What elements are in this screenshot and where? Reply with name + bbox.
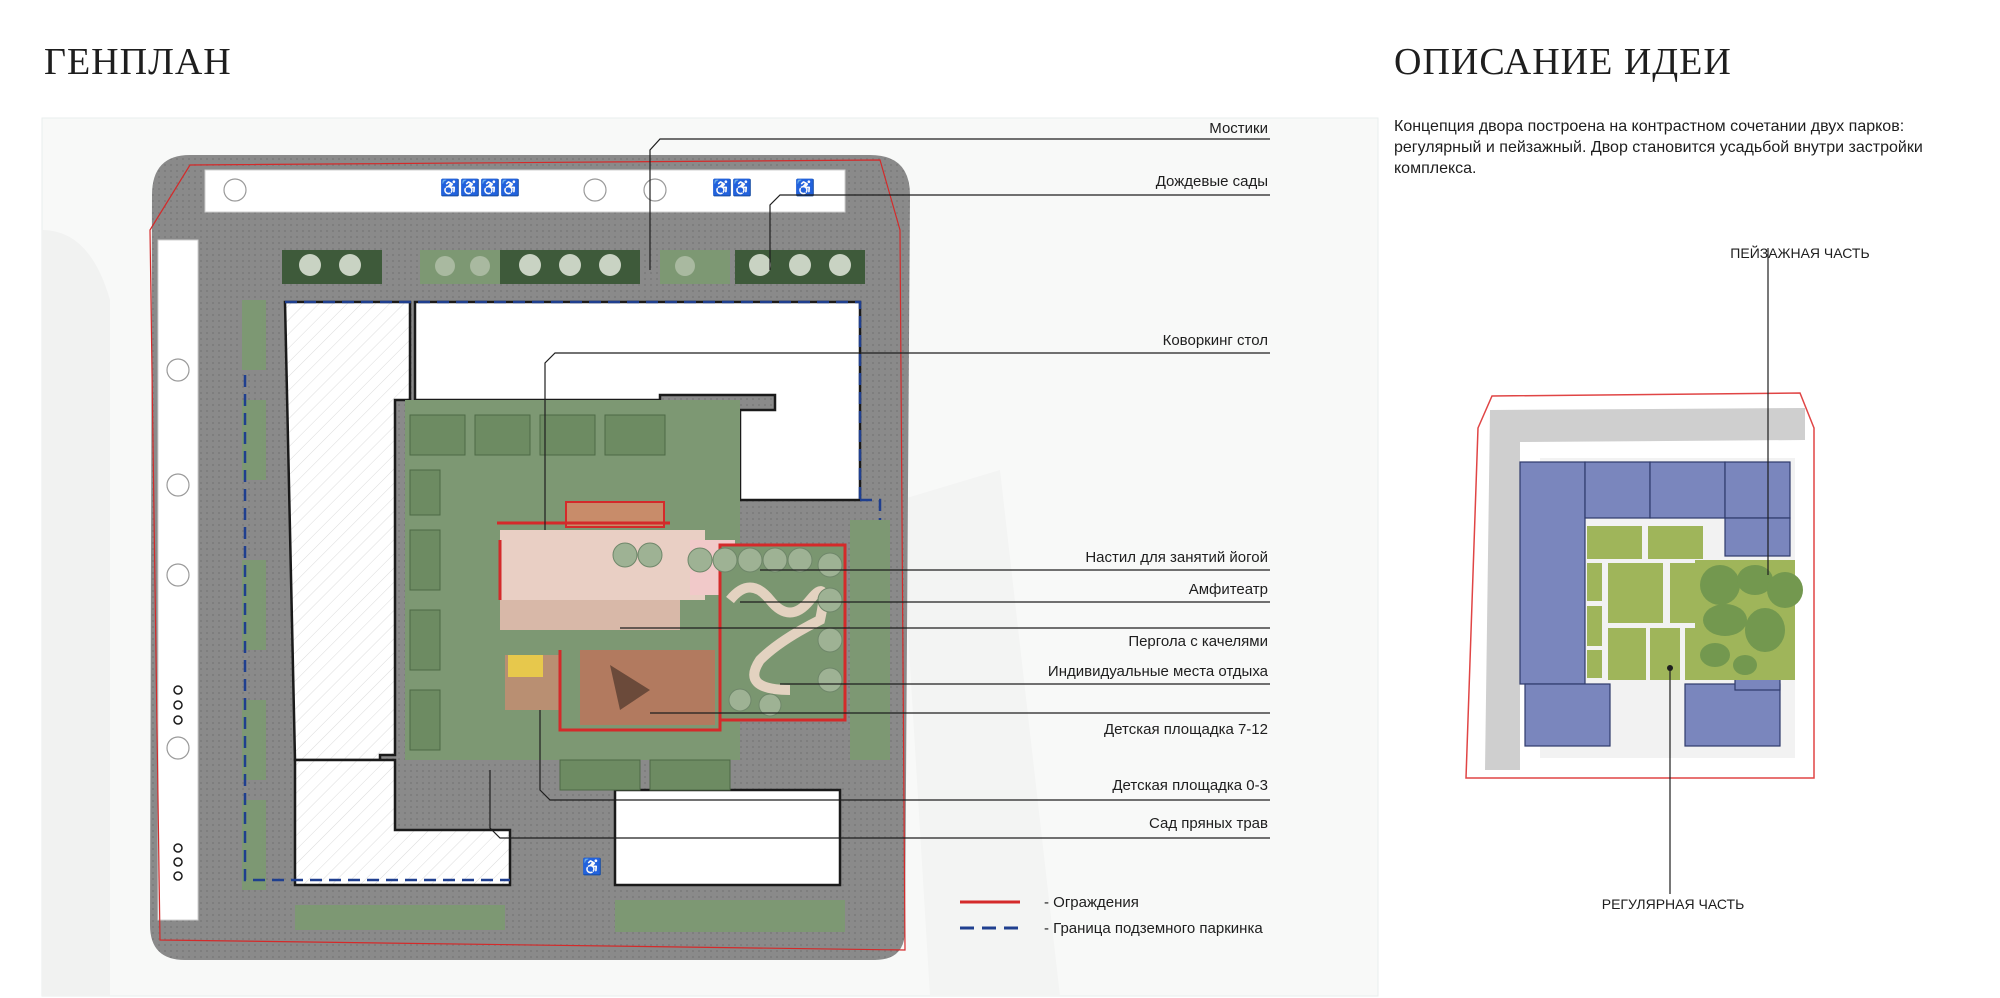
bicycle-icons [173,685,183,881]
south-bench-row [295,905,505,930]
annotation-rain-gardens: Дождевые сады [1156,173,1268,190]
south-lawn [615,900,845,932]
yoga-deck [500,530,705,600]
regular-label: РЕГУЛЯРНАЯ ЧАСТЬ [1602,896,1745,912]
tree-canopies [612,542,843,717]
annotation-herb-garden: Сад пряных трав [1149,815,1268,832]
regular-marker [1667,665,1673,671]
building-south [293,758,512,887]
wheelchair-icon: ♿ [795,178,815,197]
courtyard-regular-beds [409,414,731,791]
annotation-bridges: Мостики [1209,120,1268,137]
annotation-rest-spots: Индивидуальные места отдыха [1048,663,1269,680]
genplan-title: ГЕНПЛАН [44,41,232,83]
annotation-playground-0-3: Детская площадка 0-3 [1112,777,1268,794]
leader-line [769,194,1270,270]
idea-description: Концепция двора построена на контрастном… [1394,118,1923,177]
buildings [283,300,862,887]
sandbox [508,655,543,677]
wheelchair-icon: ♿ [480,178,500,197]
scheme-buildings [1519,461,1791,747]
wheelchair-icon: ♿ [582,857,602,876]
annotation-coworking-table: Коворкинг стол [1163,332,1268,349]
playground-structure [610,665,650,710]
north-parking [204,169,846,213]
legend-fence-label: - Ограждения [1044,894,1139,911]
idea-title: ОПИСАНИЕ ИДЕИ [1394,41,1732,83]
pergola-path [500,600,680,630]
leader-line [489,770,1270,839]
parking-sign-icons [166,178,667,760]
concept-scheme: ПЕЙЗАЖНАЯ ЧАСТЬ РЕГУЛЯРНАЯ ЧАСТЬ [1465,244,1870,912]
wheelchair-icon: ♿ [500,178,520,197]
annotation-playground-7-12: Детская площадка 7-12 [1104,721,1268,738]
street-ground [42,230,110,996]
site-boundary [149,159,906,951]
annotation-yoga-deck: Настил для занятий йогой [1085,549,1268,566]
north-garden-strips [282,250,865,284]
wheelchair-icons: ♿ ♿ ♿ ♿ ♿ ♿ ♿ ♿ [440,178,815,876]
scheme-landscape-blobs [1700,565,1803,675]
annotation-leaders [489,138,1270,839]
legend-parking-label: - Граница подземного паркинка [1044,920,1263,937]
west-garden-strips [242,300,266,890]
scheme-site-outline [1465,392,1815,779]
wheelchair-icon: ♿ [712,178,732,197]
annotation-labels: Мостики Дождевые сады Коворкинг стол Нас… [1048,120,1269,832]
annotation-amphitheater: Амфитеатр [1189,581,1268,598]
wheelchair-icon: ♿ [460,178,480,197]
wheelchair-icon: ♿ [440,178,460,197]
site-plan: ♿ ♿ ♿ ♿ ♿ ♿ ♿ ♿ - Ограждения - Граница п… [41,117,1379,997]
landscape-label: ПЕЙЗАЖНАЯ ЧАСТЬ [1730,244,1869,261]
annotation-pergola: Пергола с качелями [1128,633,1268,650]
leader-line [649,138,1270,270]
east-lawn [850,520,890,760]
leader-line [539,710,1270,801]
fences [497,521,722,732]
scheme-street [1485,408,1805,770]
wheelchair-icon: ♿ [732,178,752,197]
building-west [283,300,412,762]
west-parking [157,239,199,921]
playground-7-12 [580,650,715,725]
leader-line [544,352,1270,530]
